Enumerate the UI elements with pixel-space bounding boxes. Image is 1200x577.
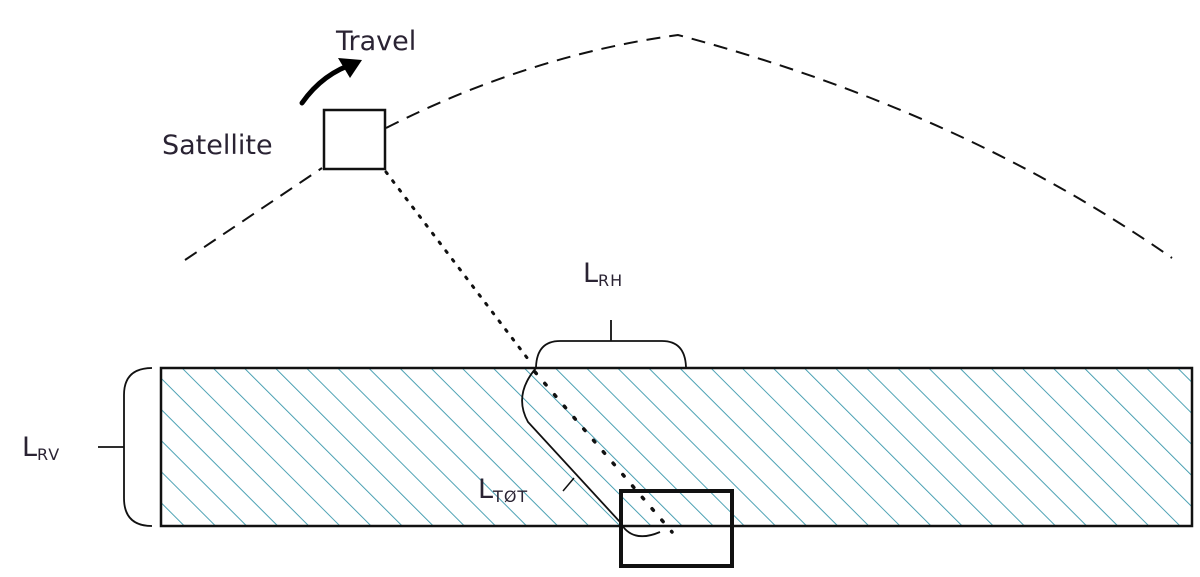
orbit-path-right: [385, 33, 1173, 259]
target-box: [619, 489, 734, 568]
line-of-sight-upper: [384, 170, 533, 365]
l-tot-leader: [562, 477, 575, 492]
orbit-path-left: [184, 167, 323, 261]
l-tot-label: LTØT: [478, 474, 529, 506]
l-rh-label: LRH: [583, 258, 624, 290]
l-tot-brace: [521, 367, 661, 538]
satellite-label: Satellite: [162, 130, 273, 161]
l-rh-brace: [535, 320, 687, 368]
satellite-box: [322, 108, 387, 171]
travel-arrowhead: [338, 58, 362, 78]
hatched-volume: [159, 366, 1194, 528]
l-rv-label: LRV: [22, 432, 61, 464]
travel-label: Travel: [336, 26, 417, 57]
l-rv-brace: [98, 367, 153, 527]
line-of-sight-lower: [533, 370, 674, 534]
